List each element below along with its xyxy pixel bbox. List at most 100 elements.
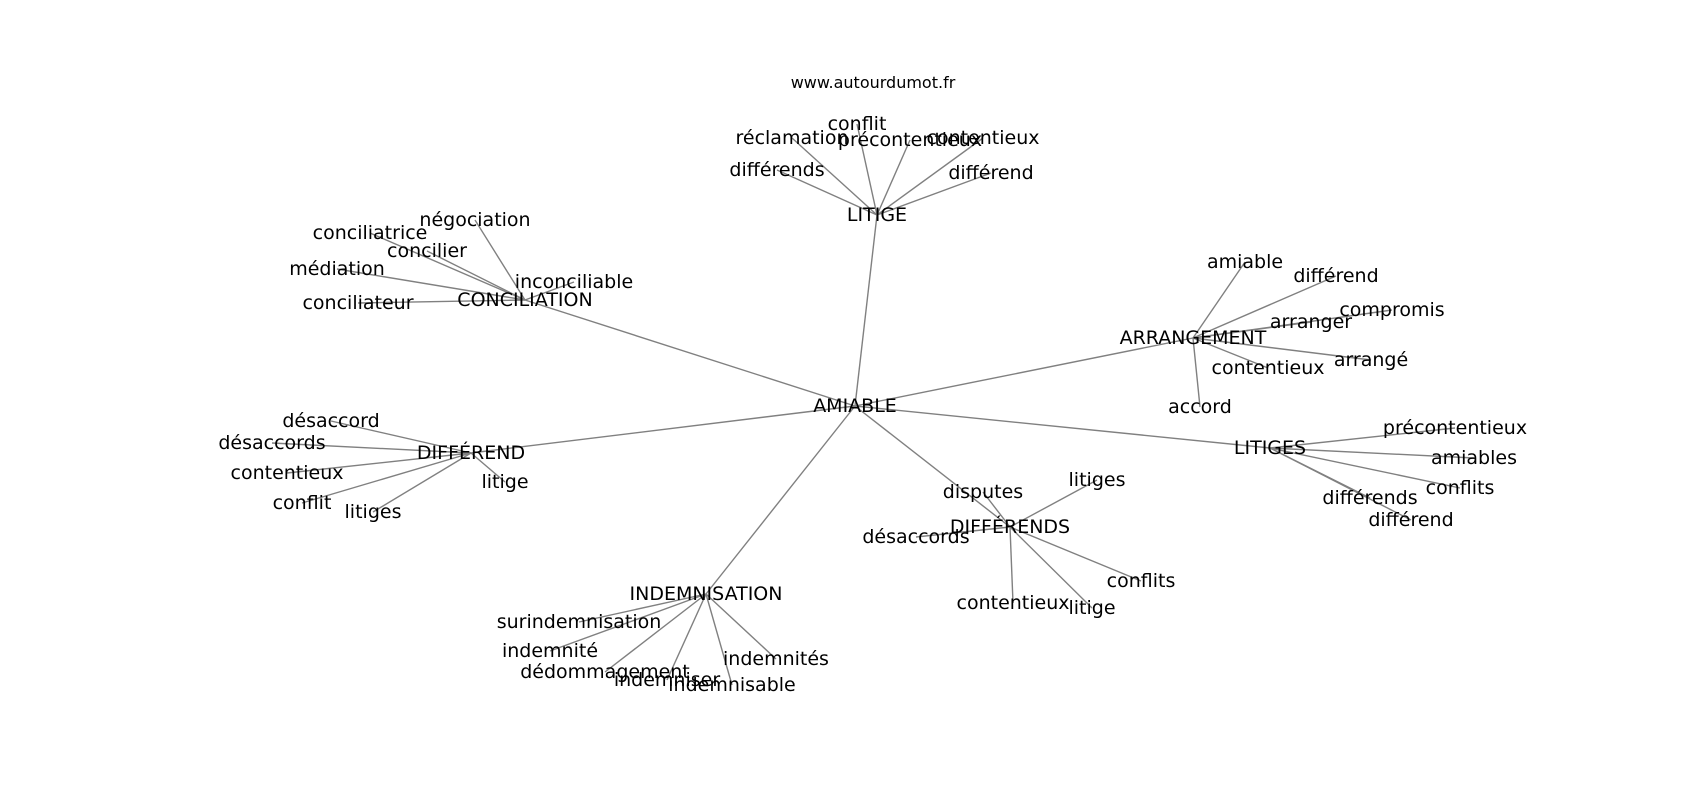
edge-hub-leaf (876, 139, 911, 216)
edge-center-hub (705, 405, 856, 595)
edge-hub-leaf (876, 137, 984, 216)
edge-hub-leaf (1009, 526, 1014, 604)
edge-hub-leaf (1192, 261, 1246, 339)
leaf-node[interactable]: litige (1068, 597, 1115, 619)
leaf-node[interactable]: désaccords (862, 526, 969, 548)
hub-node[interactable]: INDEMNISATION (630, 583, 783, 605)
edge-hub-leaf (1192, 321, 1312, 339)
edge-hub-leaf (271, 442, 472, 454)
edge-hub-leaf (357, 299, 526, 304)
edge-hub-leaf (776, 169, 878, 216)
leaf-node[interactable]: surindemnisation (497, 611, 662, 633)
leaf-node[interactable]: concilier (387, 240, 467, 262)
edge-hub-leaf (524, 281, 575, 301)
edge-hub-leaf (578, 593, 707, 623)
edge-hub-leaf (1269, 447, 1475, 459)
leaf-node[interactable]: dédommagement (520, 661, 690, 683)
leaf-node[interactable]: contentieux (927, 127, 1040, 149)
leaf-node[interactable]: contentieux (231, 462, 344, 484)
edge-center-hub (854, 337, 1194, 407)
edge-hub-leaf (1192, 337, 1269, 369)
edge-center-hub (470, 405, 856, 454)
leaf-node[interactable]: indemnités (723, 648, 829, 670)
edge-center-hub (854, 405, 1271, 449)
leaf-node[interactable]: indemniser (614, 669, 720, 691)
leaf-node[interactable]: conciliateur (302, 292, 413, 314)
edge-hub-leaf (666, 593, 707, 681)
edge-hub-leaf (1269, 447, 1412, 521)
edge-hub-leaf (604, 593, 707, 673)
edge-hub-leaf (1009, 526, 1142, 582)
edge-hub-leaf (1192, 337, 1201, 408)
leaf-node[interactable]: précontentieux (838, 129, 982, 151)
leaf-node[interactable]: réclamation (736, 127, 849, 149)
edge-hub-leaf (426, 250, 526, 301)
edge-hub-leaf (915, 526, 1011, 538)
leaf-node[interactable]: arranger (1270, 311, 1352, 333)
hub-node[interactable]: DIFFÉREND (417, 441, 525, 464)
leaf-node[interactable]: contentieux (957, 592, 1070, 614)
leaf-node[interactable]: conflit (273, 492, 332, 514)
leaf-node[interactable]: différends (729, 159, 824, 181)
leaf-node[interactable]: compromis (1339, 299, 1444, 321)
leaf-node[interactable]: désaccord (282, 410, 379, 432)
edge-hub-leaf (369, 232, 526, 301)
edge-hub-leaf (856, 123, 878, 216)
edge-hub-leaf (470, 452, 506, 483)
edge-hub-leaf (330, 420, 472, 454)
leaf-node[interactable]: amiables (1431, 447, 1517, 469)
edge-hub-leaf (791, 137, 878, 216)
leaf-node[interactable]: conflits (1107, 570, 1176, 592)
leaf-node[interactable]: médiation (289, 258, 385, 280)
leaf-node[interactable]: conciliatrice (313, 222, 428, 244)
leaf-node[interactable]: contentieux (1212, 357, 1325, 379)
leaf-node[interactable]: accord (1168, 396, 1232, 418)
leaf-node[interactable]: disputes (943, 481, 1023, 503)
edge-hub-leaf (549, 593, 707, 652)
leaf-node[interactable]: différend (1293, 265, 1378, 287)
edge-hub-leaf (336, 268, 526, 301)
leaf-node[interactable]: désaccords (218, 432, 325, 454)
labels-layer: AMIABLELITIGEconflitréclamationpréconten… (218, 113, 1527, 696)
edge-hub-leaf (1269, 427, 1456, 449)
leaf-node[interactable]: différend (948, 162, 1033, 184)
edges-layer (271, 123, 1475, 686)
site-label[interactable]: www.autourdumot.fr (791, 73, 956, 92)
hub-node[interactable]: DIFFÉRENDS (950, 515, 1070, 538)
edge-hub-leaf (286, 452, 472, 474)
leaf-node[interactable]: précontentieux (1383, 417, 1527, 439)
edge-hub-leaf (372, 452, 472, 513)
leaf-node[interactable]: négociation (419, 209, 530, 231)
leaf-node[interactable]: litiges (1069, 469, 1126, 491)
edge-hub-leaf (705, 593, 777, 660)
edge-center-hub (854, 214, 878, 407)
edge-hub-leaf (1009, 479, 1098, 528)
edge-hub-leaf (982, 491, 1011, 528)
edge-hub-leaf (1192, 337, 1372, 361)
leaf-node[interactable]: indemnité (502, 640, 598, 662)
leaf-node[interactable]: amiable (1207, 251, 1283, 273)
leaf-node[interactable]: différend (1368, 509, 1453, 531)
edge-hub-leaf (301, 452, 472, 504)
edge-hub-leaf (876, 172, 992, 216)
edge-hub-leaf (474, 219, 526, 301)
leaf-node[interactable]: indemnisable (668, 674, 795, 696)
leaf-node[interactable]: conflits (1426, 477, 1495, 499)
hub-node[interactable]: CONCILIATION (457, 289, 592, 311)
leaf-node[interactable]: litiges (345, 501, 402, 523)
leaf-node[interactable]: litige (481, 471, 528, 493)
edge-hub-leaf (1192, 275, 1337, 339)
edge-hub-leaf (705, 593, 733, 686)
hub-node[interactable]: LITIGE (847, 204, 907, 226)
center-node[interactable]: AMIABLE (813, 395, 897, 417)
edge-hub-leaf (1269, 447, 1461, 489)
hub-node[interactable]: LITIGES (1234, 437, 1306, 459)
leaf-node[interactable]: différends (1322, 487, 1417, 509)
leaf-node[interactable]: conflit (828, 113, 887, 135)
edge-center-hub (524, 299, 856, 407)
leaf-node[interactable]: inconciliable (515, 271, 633, 293)
hub-node[interactable]: ARRANGEMENT (1120, 327, 1267, 349)
leaf-node[interactable]: arrangé (1334, 349, 1408, 371)
edge-hub-leaf (1009, 526, 1093, 609)
